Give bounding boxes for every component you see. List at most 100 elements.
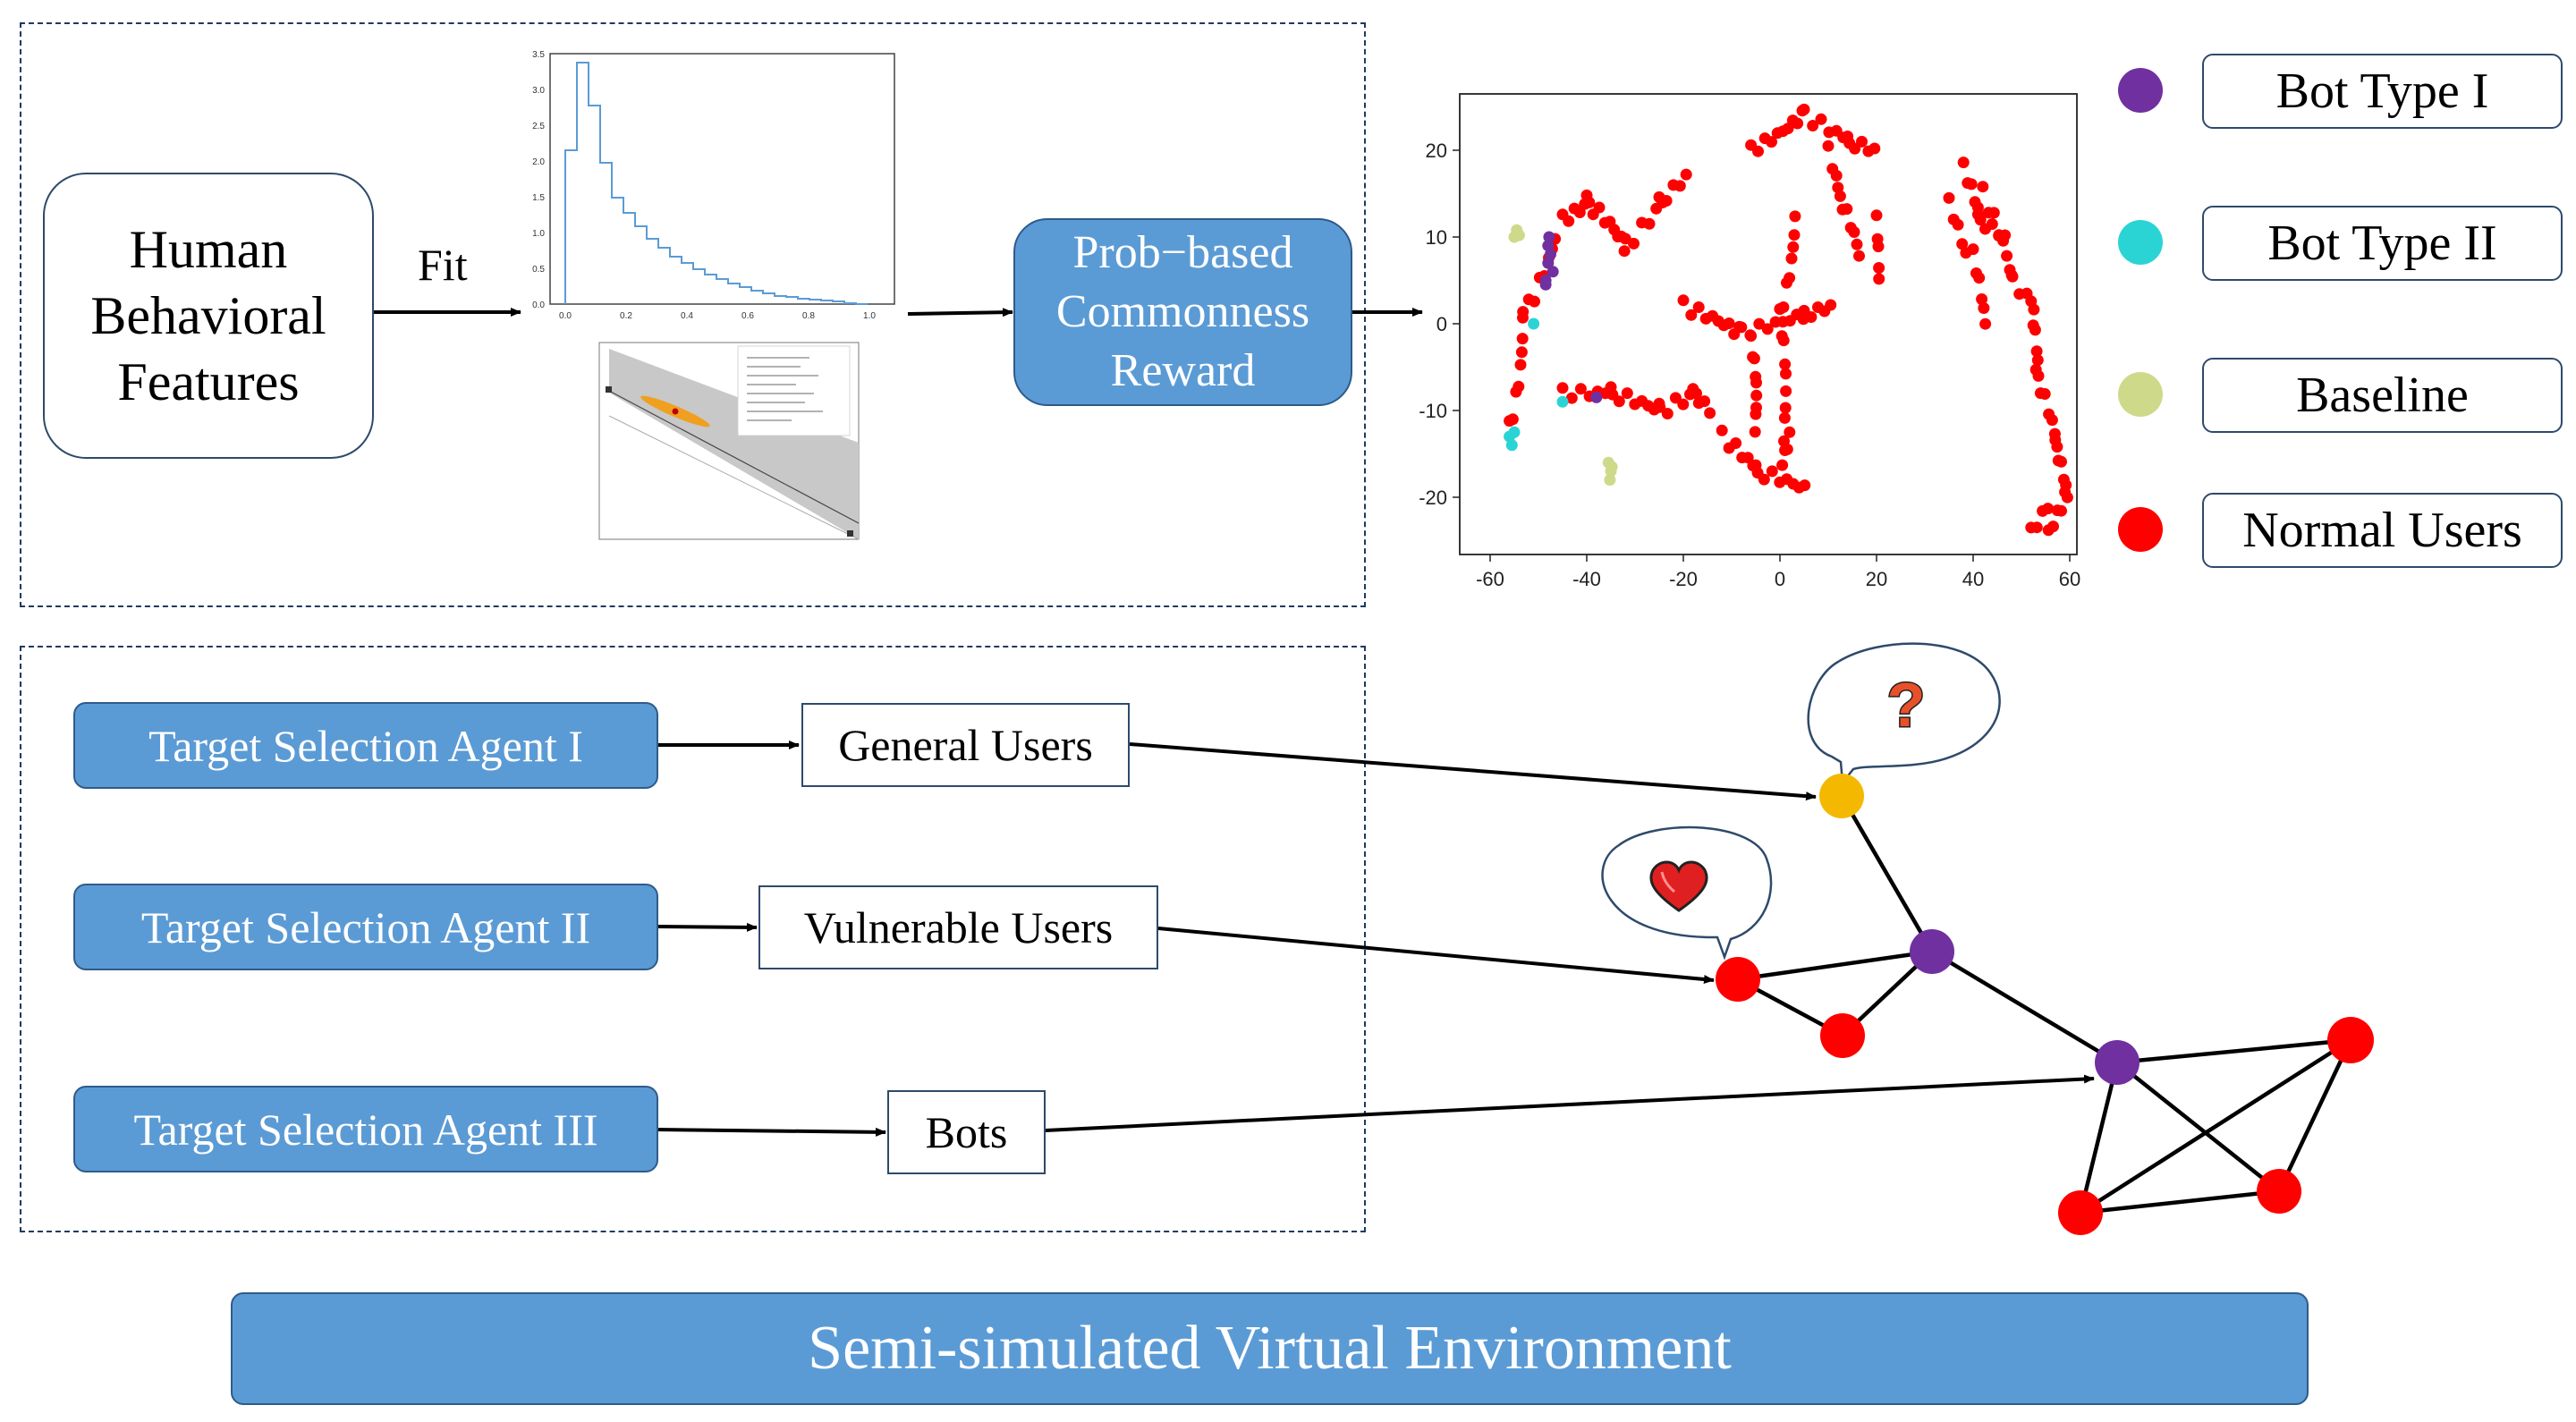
fit-line-upper [608, 390, 860, 524]
normal-user-point [1778, 411, 1791, 424]
normal-user-point [2046, 414, 2058, 427]
normal-user-point [1750, 389, 1763, 402]
normal-user-point [1965, 178, 1978, 190]
scatter-xtick: -20 [1669, 568, 1698, 590]
normal-user-point [1758, 473, 1770, 486]
normal-user-point [1849, 142, 1861, 155]
target-selection-agent-3: Target Selection Agent III [73, 1086, 658, 1172]
agent-label: Target Selection Agent III [133, 1104, 598, 1155]
normal-user-point [1776, 459, 1789, 471]
fit-plot [598, 342, 860, 540]
hist-ytick: 2.5 [532, 122, 545, 131]
hist-xtick: 1.0 [863, 311, 876, 321]
baseline-point [1606, 461, 1618, 473]
legend-label: Bot Type II [2267, 216, 2497, 271]
heart-bubble [1601, 825, 1773, 961]
question-mark-icon: ? [1887, 670, 1926, 740]
normal-user-point [1973, 272, 1986, 284]
hist-xtick: 0.6 [741, 311, 754, 321]
normal-user-point [1674, 180, 1686, 192]
target-selection-agent-2: Target Selection Agent II [73, 884, 658, 970]
human-features-box: Human Behavioral Features [43, 173, 374, 459]
normal-user-point [1979, 317, 1992, 330]
target-general-users: General Users [801, 703, 1130, 787]
hist-xtick: 0.8 [802, 311, 815, 321]
legend-item-baseline: Baseline [2202, 358, 2563, 433]
scatter-ytick: 0 [1436, 313, 1447, 335]
normal-user-point [1766, 465, 1778, 478]
prob-reward-box: Prob−based Commonness Reward [1013, 218, 1352, 406]
normal-user-point [1785, 252, 1798, 265]
normal-user-point [1565, 392, 1578, 404]
fit-label: Fit [418, 240, 468, 290]
normal-user-point [1750, 459, 1762, 471]
normal-user-point [1851, 238, 1863, 250]
normal-user-point [1753, 317, 1766, 330]
hist-xtick: 0.0 [559, 311, 572, 321]
normal-user-point [1779, 358, 1792, 370]
fit-point [672, 408, 679, 415]
legend-dot-baseline [2118, 372, 2163, 417]
normal-user-point [1868, 142, 1881, 155]
normal-user-point [1822, 140, 1835, 152]
normal-user-point [1574, 383, 1587, 395]
normal-user-point [1952, 218, 1964, 231]
baseline-point [1513, 229, 1525, 241]
normal-user-point [1873, 273, 1885, 285]
normal-user-point [1580, 189, 1593, 201]
hist-ytick: 0.5 [532, 265, 545, 275]
scatter-xtick: 0 [1775, 568, 1785, 590]
agent-label: Target Selection Agent I [148, 720, 583, 771]
agent3-arrow [657, 1127, 886, 1137]
bot-node [1910, 929, 1954, 974]
legend-item-bot-type-1: Bot Type I [2202, 54, 2563, 129]
baseline-point [1604, 474, 1616, 487]
user-node [2058, 1190, 2103, 1235]
legend-item-bot-type-2: Bot Type II [2202, 206, 2563, 281]
legend-dot-bot-type-1 [2118, 68, 2163, 113]
normal-user-point [2025, 295, 2038, 308]
normal-user-point [1529, 295, 1540, 308]
hist-ytick: 2.0 [532, 157, 545, 167]
scatter-ytick: -20 [1419, 487, 1447, 509]
normal-user-point [1621, 387, 1633, 400]
normal-user-point [1661, 408, 1674, 419]
target-vulnerable-users: Vulnerable Users [758, 885, 1158, 969]
normal-user-point [1788, 229, 1801, 241]
bot-type-2-point [1505, 439, 1518, 452]
normal-user-point [1660, 195, 1673, 207]
normal-user-point [1613, 395, 1625, 408]
scatter-points [1504, 103, 2073, 537]
normal-user-point [1784, 426, 1796, 438]
histogram-frame [549, 53, 895, 305]
environment-label: Semi-simulated Virtual Environment [808, 1314, 1732, 1383]
normal-user-point [1997, 234, 2010, 247]
normal-user-point [2030, 345, 2043, 358]
normal-user-point [1685, 309, 1698, 321]
normal-user-point [1761, 323, 1774, 335]
bot-type-1-point [1590, 391, 1603, 403]
scatter-ytick: -10 [1419, 400, 1447, 422]
normal-user-point [1780, 368, 1792, 380]
fit-line-lower [608, 415, 860, 540]
legend-item-normal-users: Normal Users [2202, 493, 2563, 568]
normal-user-point [1960, 247, 1972, 259]
scatter-ytick: 20 [1426, 140, 1447, 162]
plot-to-prob-arrow [907, 308, 1013, 317]
normal-user-point [1515, 346, 1528, 359]
normal-user-point [1514, 359, 1527, 371]
normal-user-point [1779, 444, 1792, 456]
normal-user-point [1750, 408, 1762, 420]
normal-user-point [1643, 217, 1656, 230]
normal-user-point [1792, 117, 1804, 130]
scatter-plot: -60 -40 -20 0 20 40 60 20 10 0 -10 -20 [1419, 93, 2080, 590]
hist-ytick: 1.0 [532, 229, 545, 239]
normal-user-point [1986, 218, 1998, 230]
hist-xtick: 0.2 [620, 311, 632, 321]
prob-reward-label: Prob−based Commonness Reward [1055, 227, 1310, 396]
normal-user-point [1848, 226, 1860, 238]
agent-label: Target Selection Agent II [140, 901, 591, 952]
normal-user-point [1752, 145, 1764, 157]
legend-dot-normal-users [2118, 507, 2163, 552]
bot-type-2-point [1508, 426, 1521, 438]
